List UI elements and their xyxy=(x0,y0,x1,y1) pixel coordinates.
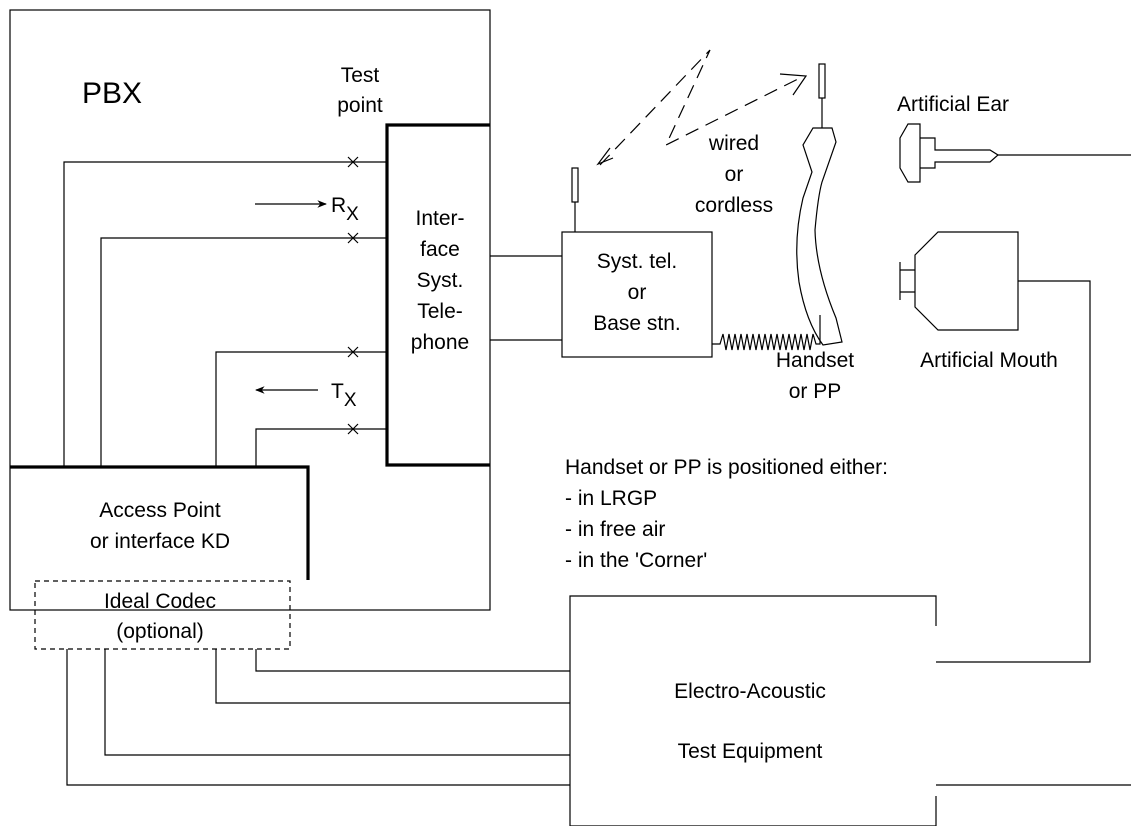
handset-label-2: or PP xyxy=(789,380,842,403)
rx-label: RX xyxy=(331,194,359,225)
access-point-line-1: Access Point xyxy=(99,499,221,522)
pbx-label: PBX xyxy=(82,77,142,110)
artificial-mouth-icon xyxy=(899,231,1091,663)
test-point-crosses xyxy=(347,156,359,435)
syst-tel-line-1: Syst. tel. xyxy=(597,250,678,273)
position-note-line-2: - in LRGP xyxy=(565,487,657,510)
test-equipment-box xyxy=(569,595,937,826)
handset-label-1: Handset xyxy=(776,349,854,372)
ideal-codec-box xyxy=(34,580,291,650)
test-point-label-2: point xyxy=(337,94,383,117)
handset-antenna-icon xyxy=(818,63,826,128)
position-note-line-4: - in the 'Corner' xyxy=(565,549,707,572)
interface-line-5: phone xyxy=(411,331,469,354)
ideal-codec-line-2: (optional) xyxy=(116,620,204,643)
access-point-line-2: or interface KD xyxy=(90,530,230,553)
interface-line-2: face xyxy=(420,238,460,261)
wired-line-1: wired xyxy=(708,132,759,155)
pbx-box xyxy=(9,9,491,611)
artificial-ear-label: Artificial Ear xyxy=(897,93,1009,116)
base-antenna-icon xyxy=(571,167,579,232)
position-note-line-1: Handset or PP is positioned either: xyxy=(565,456,888,479)
interface-line-3: Syst. xyxy=(417,269,464,292)
syst-tel-line-2: or xyxy=(628,281,647,304)
artificial-mouth-label: Artificial Mouth xyxy=(920,349,1058,372)
syst-tel-box xyxy=(561,231,713,358)
equipment-connections xyxy=(66,649,1131,786)
position-note-line-3: - in free air xyxy=(565,518,665,541)
access-point-box xyxy=(10,465,310,580)
artificial-ear-icon xyxy=(899,123,1131,183)
coiled-cord xyxy=(712,315,821,351)
wired-line-3: cordless xyxy=(695,194,773,217)
tx-label: TX xyxy=(331,380,357,411)
syst-tel-line-3: Base stn. xyxy=(593,312,681,335)
test-equipment-line-2: Test Equipment xyxy=(678,740,823,763)
wired-line-2: or xyxy=(725,163,744,186)
radio-link xyxy=(596,49,808,166)
interface-line-1: Inter- xyxy=(415,207,464,230)
handset-icon xyxy=(796,127,843,346)
interface-box xyxy=(385,123,490,467)
ideal-codec-line-1: Ideal Codec xyxy=(104,590,216,613)
test-point-lines xyxy=(63,161,387,467)
test-point-label: Test xyxy=(341,64,380,87)
interface-line-4: Tele- xyxy=(417,300,463,323)
test-equipment-line-1: Electro-Acoustic xyxy=(674,680,826,703)
